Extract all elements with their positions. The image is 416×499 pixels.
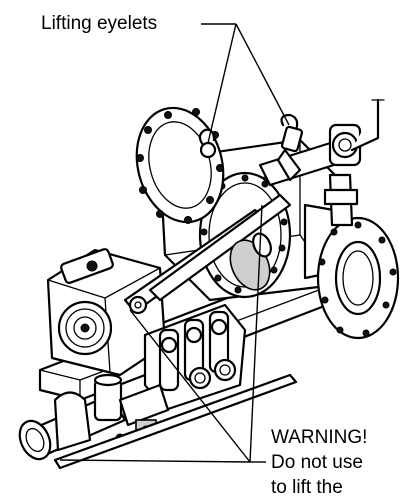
pump-assembly-drawing [18,23,400,470]
cross-bracket [123,193,292,315]
diagram-stage: Lifting eyelets WARNING! Do not use to l… [18,13,400,498]
left-motor-block [46,248,167,377]
leader-lines-eyelets [201,23,290,144]
top-right-valve [258,98,385,227]
front-inlet-pipe [18,373,170,461]
lifting-eyelet-right [276,113,304,182]
leader-lines-warning [59,204,266,463]
warning-label-line3: to lift the [271,477,343,498]
skid-rail [53,373,298,470]
warning-label-line2: Do not use [271,452,363,473]
valve-manifold [143,303,247,412]
lifting-eyelets-label: Lifting eyelets [41,13,158,34]
warning-label-line1: WARNING! [271,427,368,448]
right-outlet-flange [303,203,400,340]
